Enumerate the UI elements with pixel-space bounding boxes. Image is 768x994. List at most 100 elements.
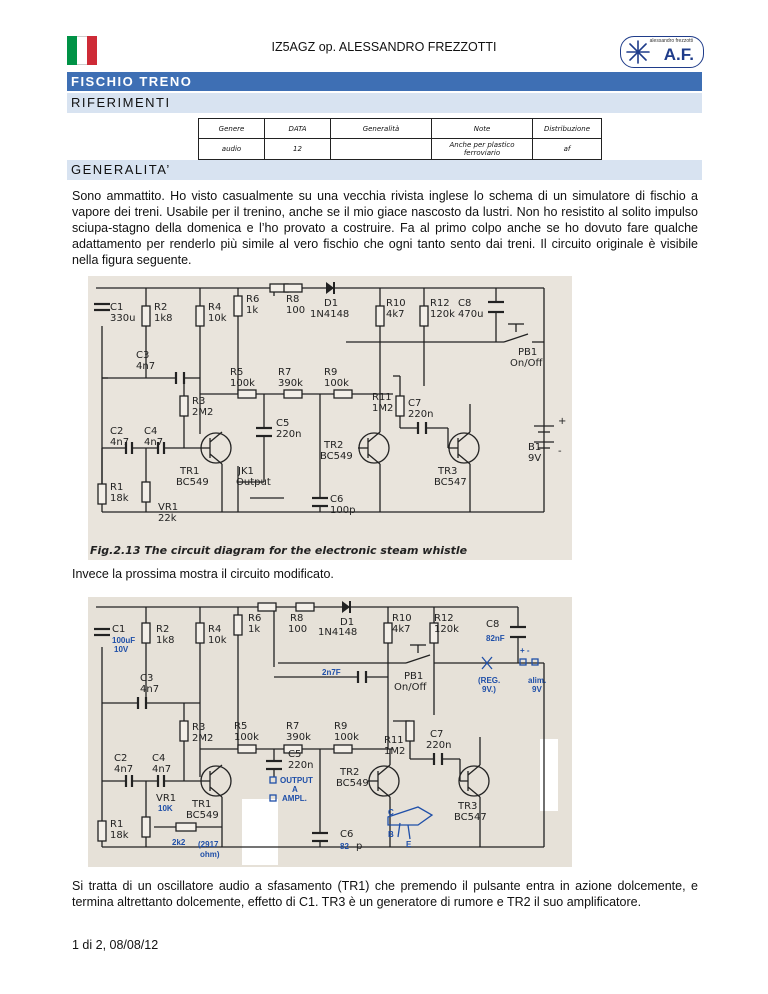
label-tr1-value: BC549 — [186, 810, 219, 821]
label-output-ampl: AMPL. — [282, 794, 307, 803]
label-c5: C5 — [288, 749, 301, 760]
table-header-row: Genere DATA Generalità Note Distribuzion… — [198, 118, 602, 139]
label-c6: C6 — [340, 829, 353, 840]
label-r4-value: 10k — [208, 313, 227, 324]
label-c2: C2 — [114, 753, 127, 764]
label-c6-value: 82 — [340, 842, 349, 851]
label-jk1: JK1 — [237, 466, 254, 477]
label-d1: D1 — [324, 298, 338, 309]
label-d1: D1 — [340, 617, 354, 628]
header-title: IZ5AGZ op. ALESSANDRO FREZZOTTI — [271, 40, 497, 54]
white-patch — [242, 799, 278, 865]
label-c8-value: 82nF — [486, 634, 505, 643]
label-vr1: VR1 — [156, 793, 176, 804]
label-r6: R6 — [246, 294, 259, 305]
label-r9: R9 — [324, 367, 337, 378]
flag-green-stripe — [67, 36, 77, 65]
label-c1-value: 100uF — [112, 636, 135, 645]
label-c6-value: 100p — [330, 505, 355, 516]
label-b1-value: 9V — [528, 453, 541, 464]
label-r12: R12 — [430, 298, 450, 309]
label-c4: C4 — [144, 426, 157, 437]
label-r2-value: 1k8 — [154, 313, 173, 324]
label-c1: C1 — [110, 302, 123, 313]
label-c7: C7 — [430, 729, 443, 740]
label-c7: C7 — [408, 398, 421, 409]
figure1-caption: Fig.2.13 The circuit diagram for the ele… — [90, 544, 468, 557]
label-tr3-value: BC547 — [454, 812, 487, 823]
label-c8: C8 — [458, 298, 471, 309]
logo-small-text: alessandro frezzotti — [649, 38, 693, 44]
label-r6: R6 — [248, 613, 261, 624]
label-r12: R12 — [434, 613, 454, 624]
label-tr2-value: BC549 — [336, 778, 369, 789]
label-tr3-value: BC547 — [434, 477, 467, 488]
label-r7-value: 390k — [278, 378, 303, 389]
italian-flag — [67, 36, 97, 65]
label-c5: C5 — [276, 418, 289, 429]
label-battery-minus: - — [558, 446, 562, 457]
label-pin-e: E — [406, 840, 412, 849]
label-tr3: TR3 — [457, 801, 477, 812]
label-c6-unit: p — [356, 841, 362, 852]
label-r3: R3 — [192, 396, 205, 407]
label-r6-value: 1k — [248, 624, 260, 635]
label-ohm-unit: ohm) — [200, 850, 220, 859]
table-cell — [330, 138, 432, 160]
label-r1-value: 18k — [110, 493, 129, 504]
label-r8: R8 — [286, 294, 299, 305]
label-c4-value: 4n7 — [144, 437, 163, 448]
label-c7-value: 220n — [426, 740, 451, 751]
original-circuit-figure: C1 330u R2 1k8 R4 10k R6 1k R8 100 D1 1N… — [88, 276, 572, 560]
label-pb1: PB1 — [404, 671, 423, 682]
label-output-a: A — [292, 785, 298, 794]
label-r2-value: 1k8 — [156, 635, 175, 646]
label-pb1-value: On/Off — [394, 682, 427, 693]
label-c8-value: 470u — [458, 309, 483, 320]
flag-red-stripe — [87, 36, 97, 65]
label-r6-value: 1k — [246, 305, 258, 316]
label-c5-value: 220n — [288, 760, 313, 771]
label-pin-c: C — [388, 808, 394, 817]
label-alim-voltage: 9V — [532, 685, 542, 694]
label-r4-value: 10k — [208, 635, 227, 646]
label-r4: R4 — [208, 624, 221, 635]
label-r10-value: 4k7 — [386, 309, 405, 320]
label-vr1-value: 10K — [158, 804, 173, 813]
section-title: FISCHIO TRENO — [67, 72, 702, 91]
modified-circuit-figure: C1 100uF 10V R2 1k8 R4 10k R6 1k R8 100 … — [88, 597, 572, 867]
label-r5-value: 100k — [234, 732, 259, 743]
label-c8: C8 — [486, 619, 499, 630]
label-c1-voltage: 10V — [114, 645, 129, 654]
label-r5-value: 100k — [230, 378, 255, 389]
label-tr2: TR2 — [323, 440, 343, 451]
label-pb1: PB1 — [518, 347, 537, 358]
white-patch — [540, 739, 558, 811]
original-circuit-diagram: C1 330u R2 1k8 R4 10k R6 1k R8 100 D1 1N… — [90, 282, 566, 557]
section-generalita: GENERALITA’ — [67, 160, 702, 180]
label-tr1: TR1 — [191, 799, 211, 810]
label-r10-value: 4k7 — [392, 624, 411, 635]
label-r1-value: 18k — [110, 830, 129, 841]
table-cell: Anche per plastico ferroviario — [431, 138, 533, 160]
label-r2: R2 — [154, 302, 167, 313]
label-r3: R3 — [192, 722, 205, 733]
label-c4: C4 — [152, 753, 165, 764]
label-c3: C3 — [140, 673, 153, 684]
label-r8: R8 — [290, 613, 303, 624]
label-vr1: VR1 — [158, 502, 178, 513]
af-logo: alessandro frezzotti A.F. — [620, 36, 704, 68]
label-r8-value: 100 — [288, 624, 307, 635]
label-2n7f: 2n7F — [322, 668, 341, 677]
table-row: audio 12 Anche per plastico ferroviario … — [198, 138, 602, 160]
table-header-cell: Distribuzione — [532, 118, 602, 139]
label-b1: B1 — [528, 442, 541, 453]
star-icon — [626, 40, 650, 64]
label-c3: C3 — [136, 350, 149, 361]
logo-text: A.F. — [663, 45, 694, 64]
page-footer: 1 di 2, 08/08/12 — [72, 938, 159, 952]
label-jk1-value: Output — [236, 477, 271, 488]
label-reg-voltage: 9V.) — [482, 685, 496, 694]
label-r11-value: 1M2 — [384, 746, 405, 757]
label-r9: R9 — [334, 721, 347, 732]
